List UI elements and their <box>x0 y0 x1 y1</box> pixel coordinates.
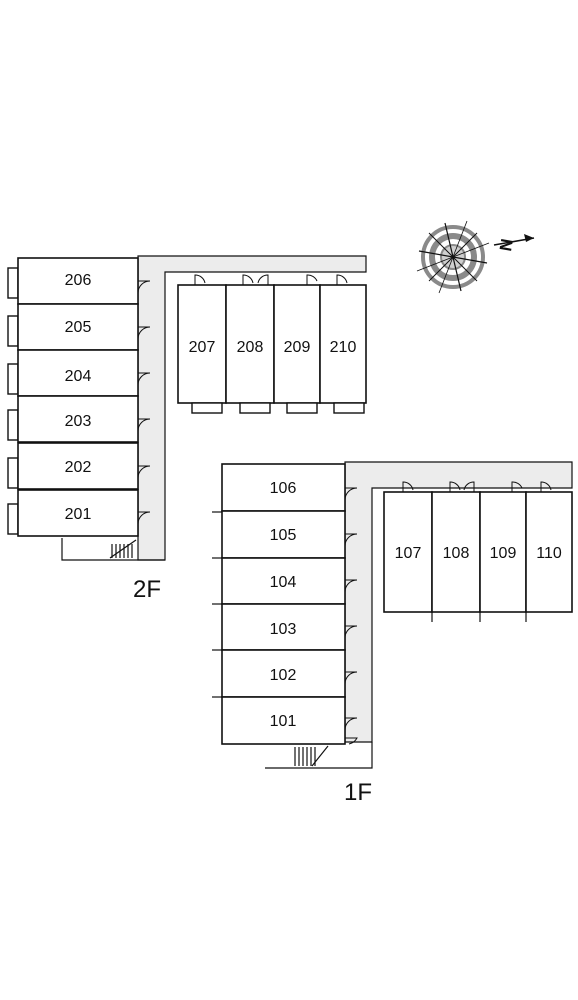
floor-label-2f: 2F <box>133 576 161 603</box>
balcony <box>7 457 19 489</box>
unit-label: 106 <box>270 480 297 497</box>
unit-label: 203 <box>65 413 92 430</box>
unit-label: 103 <box>270 621 297 638</box>
unit-102: 102 <box>212 649 358 698</box>
unit-202: 202 <box>7 442 151 490</box>
stairs-2f <box>109 539 137 559</box>
unit-label: 207 <box>189 339 216 356</box>
unit-label: 104 <box>270 574 297 591</box>
floor-label-1f: 1F <box>344 779 372 806</box>
unit-203: 203 <box>7 395 151 443</box>
unit-206: 206 <box>7 257 151 305</box>
unit-208: 208 <box>225 274 275 414</box>
unit-105: 105 <box>212 510 358 559</box>
balcony <box>239 402 271 414</box>
unit-205: 205 <box>7 303 151 351</box>
balcony <box>191 402 223 414</box>
unit-110: 110 <box>525 481 573 613</box>
unit-label: 208 <box>237 339 264 356</box>
unit-label: 108 <box>443 545 470 562</box>
unit-label: 105 <box>270 527 297 544</box>
floor-1f: 106 105 104 103 102 <box>212 461 573 806</box>
unit-label: 110 <box>536 545 562 562</box>
stairs-1f <box>294 745 329 767</box>
balcony <box>7 503 19 535</box>
balcony <box>7 315 19 347</box>
unit-label: 109 <box>490 545 517 562</box>
balcony <box>286 402 318 414</box>
unit-label: 107 <box>395 545 422 562</box>
unit-209: 209 <box>273 274 321 414</box>
unit-104: 104 <box>212 557 358 605</box>
unit-109: 109 <box>479 481 527 622</box>
stair-base-2f <box>61 538 165 561</box>
unit-207: 207 <box>177 274 227 414</box>
unit-label: 201 <box>65 506 92 523</box>
unit-label: 202 <box>65 459 92 476</box>
floor-2f: 206 205 204 203 202 <box>7 255 367 603</box>
unit-label: 206 <box>65 272 92 289</box>
balcony <box>333 402 365 414</box>
balcony <box>7 267 19 299</box>
unit-label: 101 <box>270 713 297 730</box>
unit-204: 204 <box>7 349 151 397</box>
unit-103: 103 <box>212 603 358 651</box>
unit-201: 201 <box>7 489 151 537</box>
unit-label: 205 <box>65 319 92 336</box>
north-arrow-icon <box>493 234 535 246</box>
unit-label: 204 <box>65 368 92 385</box>
compass-icon <box>416 220 490 294</box>
unit-108: 108 <box>431 481 481 622</box>
balcony <box>7 409 19 441</box>
unit-106: 106 <box>212 463 358 513</box>
unit-210: 210 <box>319 274 367 414</box>
unit-101: 101 <box>221 696 358 745</box>
entrance-line-1f <box>265 742 373 769</box>
unit-107: 107 <box>383 481 433 622</box>
balcony <box>7 363 19 395</box>
unit-label: 102 <box>270 667 297 684</box>
north-label: N <box>496 237 517 252</box>
unit-label: 210 <box>330 339 357 356</box>
unit-label: 209 <box>284 339 311 356</box>
